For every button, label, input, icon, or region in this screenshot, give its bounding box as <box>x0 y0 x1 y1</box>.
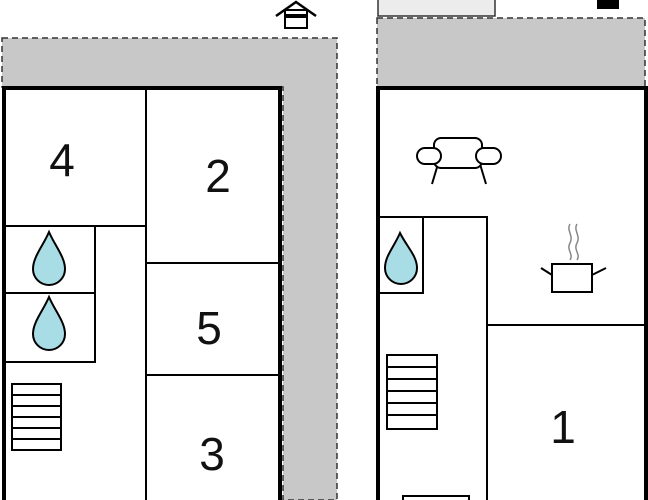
water-drop-icon <box>31 294 67 351</box>
upper-area-outline <box>377 0 496 17</box>
fixture-outline <box>402 495 470 500</box>
water-drop-icon <box>383 230 419 285</box>
room-number: 1 <box>550 401 576 453</box>
house-entrance-icon <box>275 0 317 29</box>
water-drop-icon <box>31 229 67 286</box>
room-number: 4 <box>49 134 75 186</box>
room-number: 5 <box>196 302 222 354</box>
room-number: 2 <box>205 150 231 202</box>
stairs-icon <box>11 383 62 451</box>
terrace-area-right <box>376 17 646 89</box>
cooking-pot-icon <box>540 223 607 293</box>
room-number: 3 <box>199 428 225 480</box>
stairs-icon <box>386 354 438 430</box>
chimney-marker <box>597 0 619 9</box>
right-floor-interior-walls <box>377 216 646 500</box>
left-floor-interior-walls <box>3 88 280 500</box>
sofa-icon <box>416 137 502 185</box>
